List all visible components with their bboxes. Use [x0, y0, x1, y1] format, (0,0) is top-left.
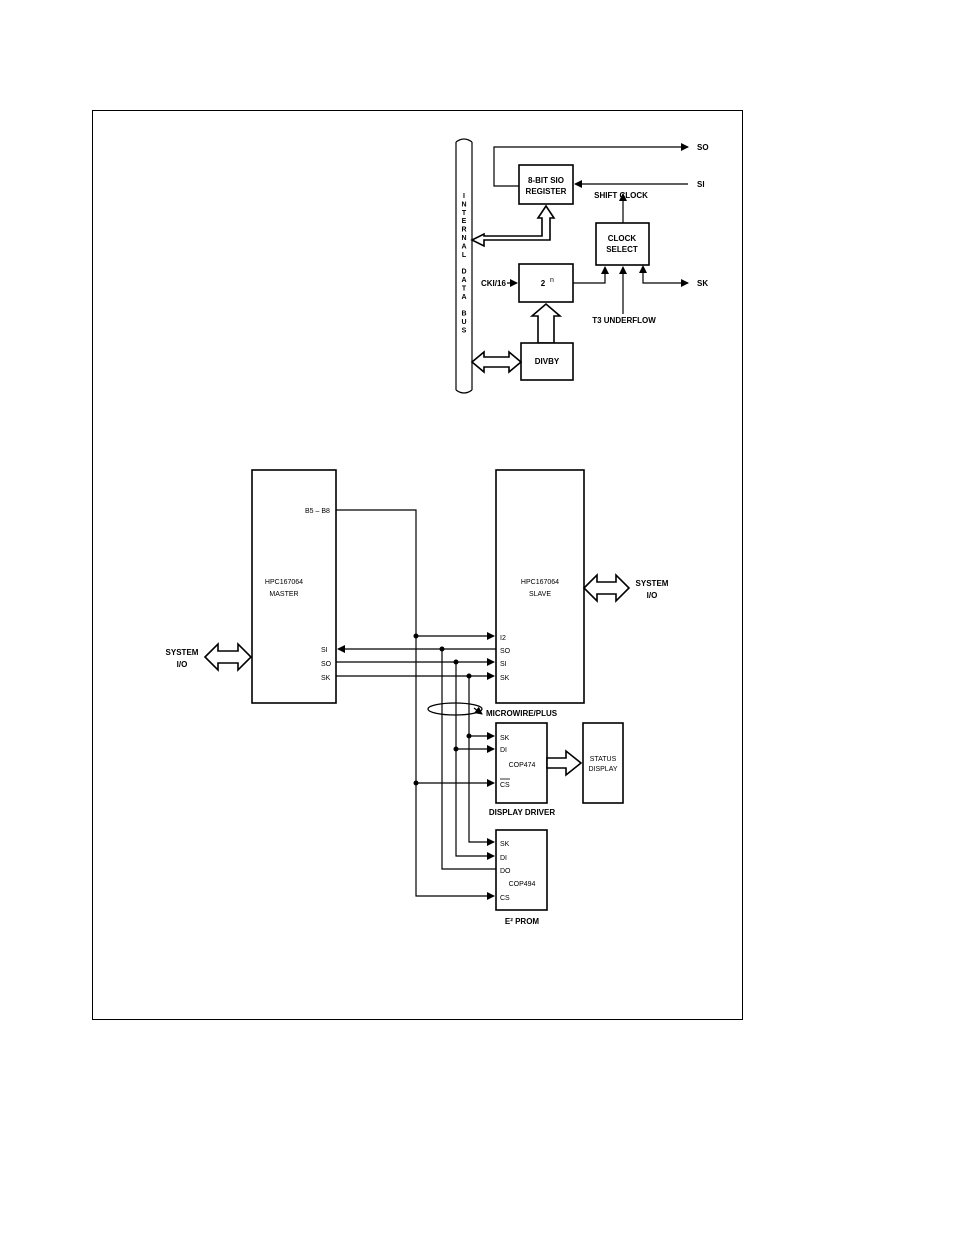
- sk-line: [643, 267, 688, 283]
- bus-letter: U: [461, 319, 466, 326]
- system-io-right-2: I/O: [647, 591, 658, 600]
- divby-prescaler-arrow: [532, 304, 560, 343]
- display-driver-label: DISPLAY DRIVER: [489, 808, 555, 817]
- clock-select-label-1: CLOCK: [608, 234, 637, 243]
- status-display-label-1: STATUS: [590, 756, 617, 763]
- register-bus-arrow: [472, 206, 554, 246]
- cop494-pin-sk: SK: [500, 841, 510, 848]
- bus-letter: T: [462, 285, 467, 292]
- cop494-pin-di: DI: [500, 855, 507, 862]
- status-display-block: STATUS DISPLAY: [583, 723, 623, 803]
- prescaler-to-clock-line: [573, 267, 605, 283]
- bus-letter: A: [461, 294, 466, 301]
- master-pin-sk: SK: [321, 675, 331, 682]
- cop474-pin-cs: CS: [500, 782, 510, 789]
- bus-letter: S: [462, 327, 467, 334]
- clock-select-block: CLOCK SELECT: [596, 223, 649, 265]
- status-display-arrow: [547, 751, 581, 775]
- bus-letter: D: [461, 269, 466, 276]
- b-range-label: B5 – B8: [305, 508, 330, 515]
- prescaler-sup: n: [550, 277, 554, 284]
- prescaler-label: 2: [541, 279, 546, 288]
- system-io-right-1: SYSTEM: [636, 579, 669, 588]
- slave-pin-sk: SK: [500, 675, 510, 682]
- divby-block: DIVBY: [521, 343, 573, 380]
- clock-select-label-2: SELECT: [606, 245, 638, 254]
- cop474-pin-sk: SK: [500, 735, 510, 742]
- shift-clock-label: SHIFT CLOCK: [594, 191, 648, 200]
- so-label: SO: [697, 143, 709, 152]
- cop494-di-line: [456, 662, 494, 856]
- bus-letter: A: [461, 277, 466, 284]
- t3-label: T3 UNDERFLOW: [592, 316, 656, 325]
- bus-letter: A: [461, 243, 466, 250]
- slave-label-2: SLAVE: [529, 591, 551, 598]
- cop474-label: COP474: [509, 762, 536, 769]
- status-display-label-2: DISPLAY: [588, 766, 617, 773]
- divby-label: DIVBY: [535, 357, 560, 366]
- bus-letter: N: [461, 235, 466, 242]
- system-io-right-arrow: [584, 575, 629, 601]
- cs-bus-trunk: [336, 510, 494, 896]
- si-label: SI: [697, 180, 705, 189]
- system-io-left-arrow: [205, 644, 251, 670]
- master-pin-si: SI: [321, 647, 328, 654]
- sk-label: SK: [697, 279, 708, 288]
- bus-letter: L: [462, 252, 467, 259]
- bus-letter: R: [461, 227, 466, 234]
- master-label-1: HPC167064: [265, 579, 303, 586]
- cop474-block: SK DI COP474 CS: [496, 723, 547, 803]
- slave-label-1: HPC167064: [521, 579, 559, 586]
- sio-register-label-1: 8-BIT SIO: [528, 176, 564, 185]
- cop494-pin-cs: CS: [500, 895, 510, 902]
- slave-pin-i2: I2: [500, 635, 506, 642]
- sio-register-label-2: REGISTER: [526, 187, 567, 196]
- cop474-pin-di: DI: [500, 747, 507, 754]
- cki-label: CKI/16: [481, 279, 506, 288]
- microwire-label: MICROWIRE/PLUS: [486, 709, 558, 718]
- prescaler-block: 2 n: [519, 264, 573, 302]
- system-io-left-1: SYSTEM: [166, 648, 199, 657]
- slave-pin-si: SI: [500, 661, 507, 668]
- bus-letter: T: [462, 210, 467, 217]
- cop494-pin-do: DO: [500, 868, 511, 875]
- master-block: HPC167064 MASTER B5 – B8 SI SO SK: [252, 470, 336, 703]
- microwire-bundle-loop: [428, 703, 482, 715]
- cop494-block: SK DI DO COP494 CS: [496, 830, 547, 910]
- cop494-label: COP494: [509, 881, 536, 888]
- master-label-2: MASTER: [269, 591, 298, 598]
- slave-block: HPC167064 SLAVE I2 SO SI SK: [496, 470, 584, 703]
- bus-letter: I: [463, 193, 465, 200]
- bus-letter: B: [461, 311, 466, 318]
- bus-letter: N: [461, 201, 466, 208]
- bus-divby-arrow: [472, 352, 521, 372]
- system-io-left-2: I/O: [177, 660, 188, 669]
- bus-letter: E: [462, 218, 467, 225]
- master-pin-so: SO: [321, 661, 332, 668]
- sio-register-block: 8-BIT SIO REGISTER: [519, 165, 573, 204]
- slave-pin-so: SO: [500, 648, 511, 655]
- eeprom-label: E² PROM: [505, 917, 540, 926]
- cop494-sk-line: [469, 676, 494, 842]
